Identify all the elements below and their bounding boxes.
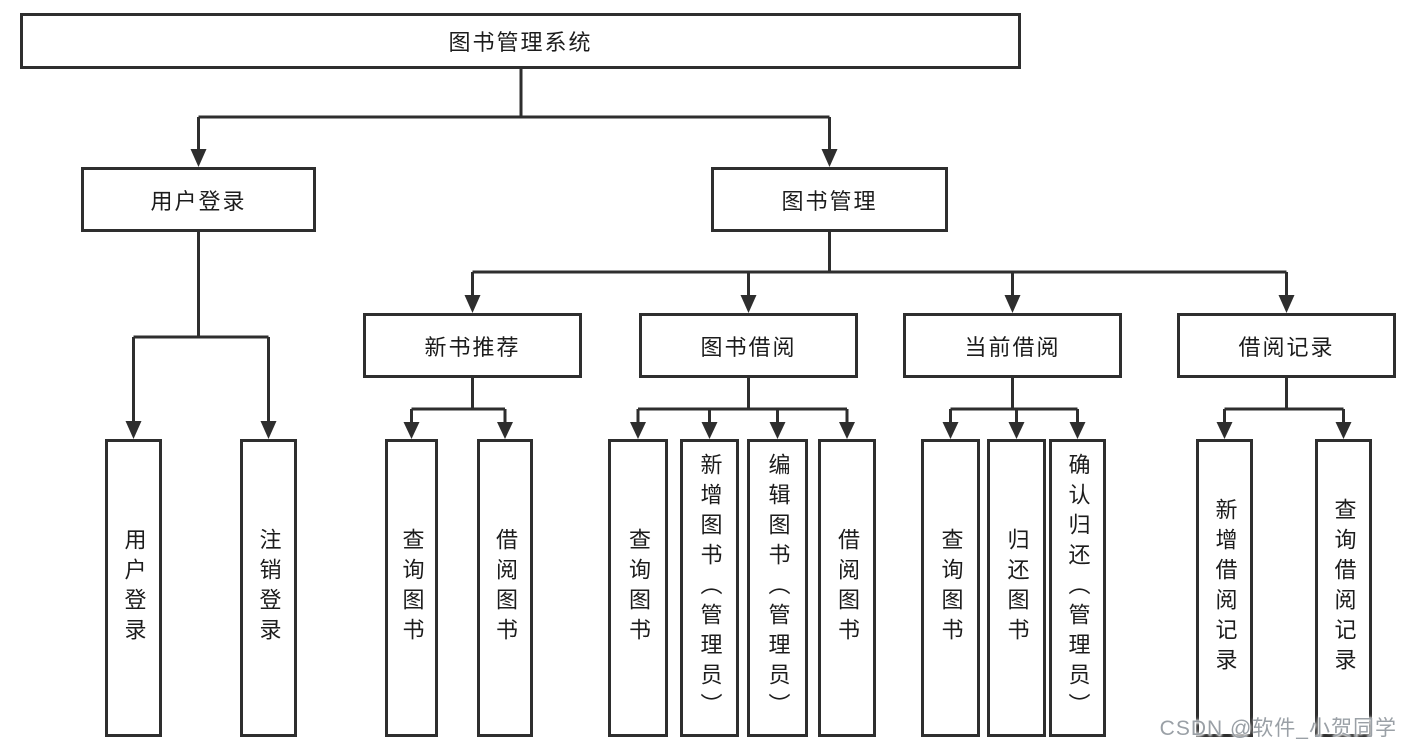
- edge-borrow-record-to-leaves: [1216, 378, 1352, 439]
- leaf-current-confirm-return-admin: 确认归还（管理员）: [1049, 439, 1106, 737]
- leaf-logout: 注销登录: [240, 439, 297, 737]
- node-book-borrow: 图书借阅: [639, 313, 858, 378]
- leaf-record-query-borrow-record: 查询借阅记录: [1315, 439, 1372, 737]
- leaf-borrow-add-book-admin: 新增图书（管理员）: [680, 439, 739, 737]
- node-user-login: 用户登录: [81, 167, 316, 232]
- node-new-book-recommend: 新书推荐: [363, 313, 582, 378]
- edge-current-borrow-to-leaves: [942, 378, 1086, 439]
- edge-user-login-to-leaves: [125, 232, 277, 439]
- leaf-borrow-edit-book-admin: 编辑图书（管理员）: [747, 439, 808, 737]
- csdn-watermark: CSDN @软件_小贺同学: [1159, 717, 1397, 740]
- edge-book-mgmt-to-level3: [464, 232, 1295, 313]
- leaf-record-add-borrow-record: 新增借阅记录: [1196, 439, 1253, 737]
- edge-book-borrow-to-leaves: [630, 378, 855, 439]
- node-library-management-system: 图书管理系统: [20, 13, 1021, 69]
- leaf-borrow-query-book: 查询图书: [608, 439, 668, 737]
- edge-new-book-to-leaves: [403, 378, 513, 439]
- leaf-newbook-borrow-book: 借阅图书: [477, 439, 533, 737]
- leaf-current-return-book: 归还图书: [987, 439, 1046, 737]
- leaf-user-login: 用户登录: [105, 439, 162, 737]
- node-current-borrow: 当前借阅: [903, 313, 1122, 378]
- leaf-borrow-borrow-book: 借阅图书: [818, 439, 876, 737]
- leaf-current-query-book: 查询图书: [921, 439, 980, 737]
- leaf-newbook-query-book: 查询图书: [385, 439, 438, 737]
- node-borrow-record: 借阅记录: [1177, 313, 1396, 378]
- node-book-management: 图书管理: [711, 167, 948, 232]
- edge-root-to-level2: [190, 69, 838, 167]
